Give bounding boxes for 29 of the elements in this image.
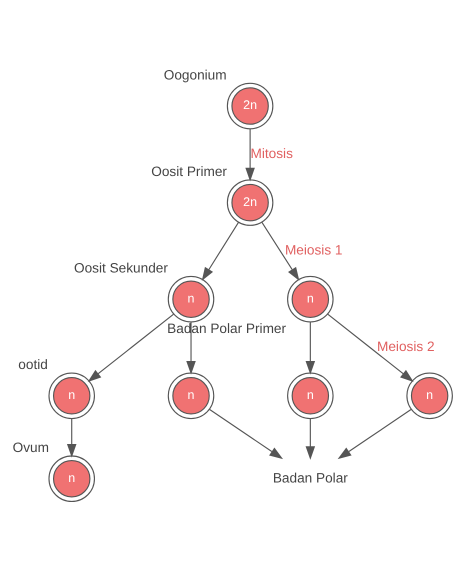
node-label: Ovum [12,440,49,455]
node-circle: 2n [226,82,274,129]
node-circle: n [287,275,334,322]
node-circle: n [406,372,453,419]
node-label: Oosit Primer [151,164,227,179]
arrow [262,222,300,280]
node-circle: 2n [226,178,274,226]
edge-label: Meiosis 1 [284,242,343,257]
node-circle: n [168,372,214,419]
node-text: Badan Polar [272,470,348,485]
arrow [202,222,239,280]
node-label: ootid [18,356,48,372]
node-circle: n [48,372,96,419]
node-label: Oogonium [164,66,227,82]
edge-label: Mitosis [250,145,293,160]
edge-label: Meiosis 2 [376,338,435,354]
arrow [66,418,76,458]
arrow [306,418,316,460]
arrow [88,313,174,382]
arrow [306,322,316,374]
arrow [186,322,196,374]
arrow [338,408,412,459]
arrow [209,408,284,459]
node-circle: n [287,372,334,419]
node-circle: n [168,275,214,322]
node-circle: n [48,454,96,502]
node-label: Oosit Sekunder [74,260,168,276]
arrow [245,128,255,181]
arrow [328,313,414,382]
